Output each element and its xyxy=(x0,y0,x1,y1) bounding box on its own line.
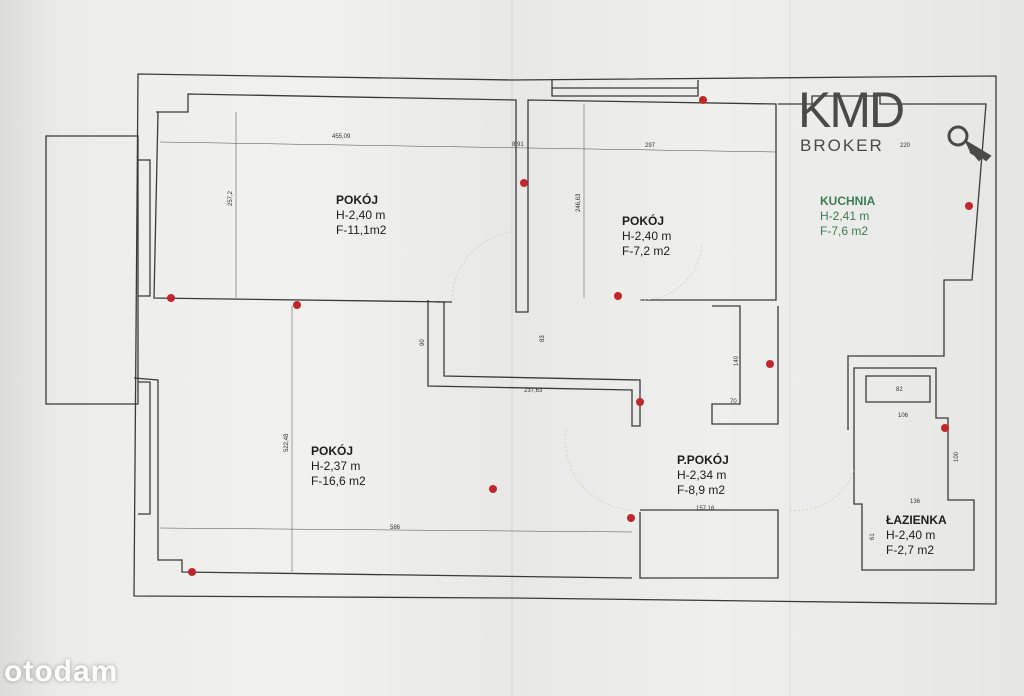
marker-dot xyxy=(614,292,622,300)
room-label-lazienka: ŁAZIENKA H-2,40 m F-2,7 m2 xyxy=(886,513,947,558)
window xyxy=(138,381,151,515)
room-name: ŁAZIENKA xyxy=(886,513,947,527)
dimension-label: 90 xyxy=(420,339,426,346)
kitchen-nook xyxy=(711,305,779,425)
corridor-wall xyxy=(427,300,641,427)
markers xyxy=(167,96,973,576)
measurement-lines xyxy=(159,104,777,572)
room-area: F-16,6 m2 xyxy=(311,474,366,488)
marker-dot xyxy=(766,360,774,368)
marker-dot xyxy=(293,301,301,309)
room-name: POKÓJ xyxy=(336,193,379,207)
walls xyxy=(45,73,997,605)
window xyxy=(551,80,699,97)
room-area: F-7,2 m2 xyxy=(622,244,671,258)
marker-dot xyxy=(627,514,635,522)
room-height: H-2,41 m xyxy=(820,209,870,223)
marker-dot xyxy=(520,179,528,187)
dimension-label: 70 xyxy=(730,399,737,405)
marker-dot xyxy=(167,294,175,302)
door-arcs xyxy=(451,231,855,511)
dimension-label: 140 xyxy=(734,355,740,366)
outer-wall xyxy=(133,73,997,605)
room-height: H-2,37 m xyxy=(311,459,361,473)
window xyxy=(138,159,151,297)
room-height: H-2,40 m xyxy=(886,528,936,542)
dimension-label: 8,91 xyxy=(512,142,524,148)
otodam-watermark: otodam xyxy=(4,655,119,688)
inner-wall-left-bottom xyxy=(133,377,633,579)
marker-dot xyxy=(941,424,949,432)
dimension-label: 83 xyxy=(540,335,546,342)
room-area: F-2,7 m2 xyxy=(886,543,935,557)
dimension-label: 220 xyxy=(900,143,911,149)
dimension-label: 106 xyxy=(898,413,909,419)
dimension-label: 100 xyxy=(954,451,960,462)
marker-dot xyxy=(188,568,196,576)
room-name: P.POKÓJ xyxy=(677,453,729,467)
balcony xyxy=(45,135,139,405)
marker-dot xyxy=(965,202,973,210)
logo-sub-text: BROKER xyxy=(800,136,884,155)
room-label-pokoj-1: POKÓJ H-2,40 m F-11,1m2 xyxy=(336,193,386,238)
room-area: F-8,9 m2 xyxy=(677,483,726,497)
room-height: H-2,34 m xyxy=(677,468,727,482)
room-label-ppokoj: P.POKÓJ H-2,34 m F-8,9 m2 xyxy=(677,453,729,498)
dimension-label: 257,2 xyxy=(228,190,234,206)
room-label-pokoj-3: POKÓJ H-2,37 m F-16,6 m2 xyxy=(311,444,366,489)
dimension-label: 136 xyxy=(910,499,921,505)
room-name: POKÓJ xyxy=(622,214,665,228)
room-name: POKÓJ xyxy=(311,444,354,458)
room-label-pokoj-2: POKÓJ H-2,40 m F-7,2 m2 xyxy=(622,214,671,259)
kitchen-wall xyxy=(778,95,987,430)
logo-main-text: KMD xyxy=(798,82,905,138)
room-height: H-2,40 m xyxy=(622,229,672,243)
bathroom-fixture xyxy=(865,375,931,403)
dimension-label: 586 xyxy=(390,525,401,531)
dimension-label: 157,16 xyxy=(696,506,715,512)
closet xyxy=(639,509,779,579)
dimension-label: 237,63 xyxy=(524,388,543,394)
dimension-label: 246,63 xyxy=(576,193,582,212)
dimension-label: 82 xyxy=(896,387,903,393)
room-height: H-2,40 m xyxy=(336,208,386,222)
marker-dot xyxy=(699,96,707,104)
dimension-label: 455,09 xyxy=(332,134,351,140)
room-area: F-11,1m2 xyxy=(336,223,387,237)
kmd-broker-logo: KMD BROKER xyxy=(798,82,905,156)
marker-dot xyxy=(636,398,644,406)
inner-wall-top xyxy=(156,93,777,313)
key-icon xyxy=(947,125,992,162)
dimension-label: 61 xyxy=(870,533,876,540)
inner-wall-left-top xyxy=(153,111,453,303)
room-area: F-7,6 m2 xyxy=(820,224,869,238)
dimension-label: 297 xyxy=(645,143,656,149)
room-name: KUCHNIA xyxy=(820,194,876,208)
marker-dot xyxy=(489,485,497,493)
room-label-kuchnia: KUCHNIA H-2,41 m F-7,6 m2 xyxy=(820,194,875,239)
bathroom-wall xyxy=(853,367,975,571)
dimension-label: 522,48 xyxy=(284,433,290,452)
